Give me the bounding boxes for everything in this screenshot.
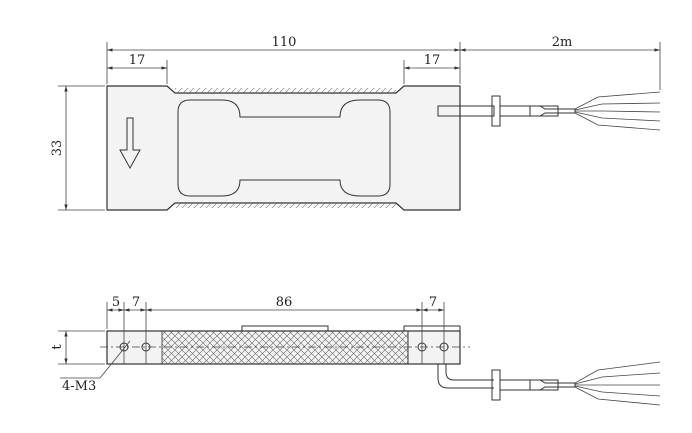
top-view: 110 2m 17 17 33 <box>50 35 661 211</box>
dumbbell-bore <box>177 99 391 197</box>
thread-leader-line <box>99 340 131 379</box>
side-top-strip <box>241 325 329 332</box>
bottom-edge-hatch <box>175 203 396 208</box>
side-cable-exit <box>437 364 494 389</box>
side-cable-sheath <box>500 379 576 391</box>
cable-sheath <box>500 105 576 117</box>
thread-callout: 4-M3 <box>62 379 96 394</box>
dim-right-end: 17 <box>424 53 441 68</box>
dim-width: 33 <box>50 140 65 157</box>
side-view: 5 7 86 7 t 4-M3 <box>50 295 661 406</box>
load-direction-arrow-icon <box>119 117 141 170</box>
dim-total-length: 110 <box>272 35 297 50</box>
dim-side-hole-spacing-left: 7 <box>132 295 140 310</box>
cable-sleeve <box>529 105 559 117</box>
dim-side-hole-offset: 5 <box>112 295 120 310</box>
side-cable-sleeve <box>529 379 559 391</box>
cable-gland <box>491 95 501 127</box>
dim-left-end: 17 <box>129 53 146 68</box>
side-right-step <box>403 325 461 332</box>
dim-side-center: 86 <box>276 295 293 310</box>
mounting-holes <box>119 331 449 364</box>
side-flexure-hatch <box>161 330 409 365</box>
top-body-outline <box>106 85 461 211</box>
dim-side-hole-spacing-right: 7 <box>429 295 437 310</box>
dim-cable-length: 2m <box>552 35 573 50</box>
side-wire-bundle <box>574 361 661 406</box>
cable-exit-tube <box>437 105 495 117</box>
top-edge-hatch <box>175 88 396 93</box>
dim-thickness: t <box>50 344 65 350</box>
side-cable-gland <box>491 369 501 401</box>
wire-bundle <box>574 91 661 131</box>
